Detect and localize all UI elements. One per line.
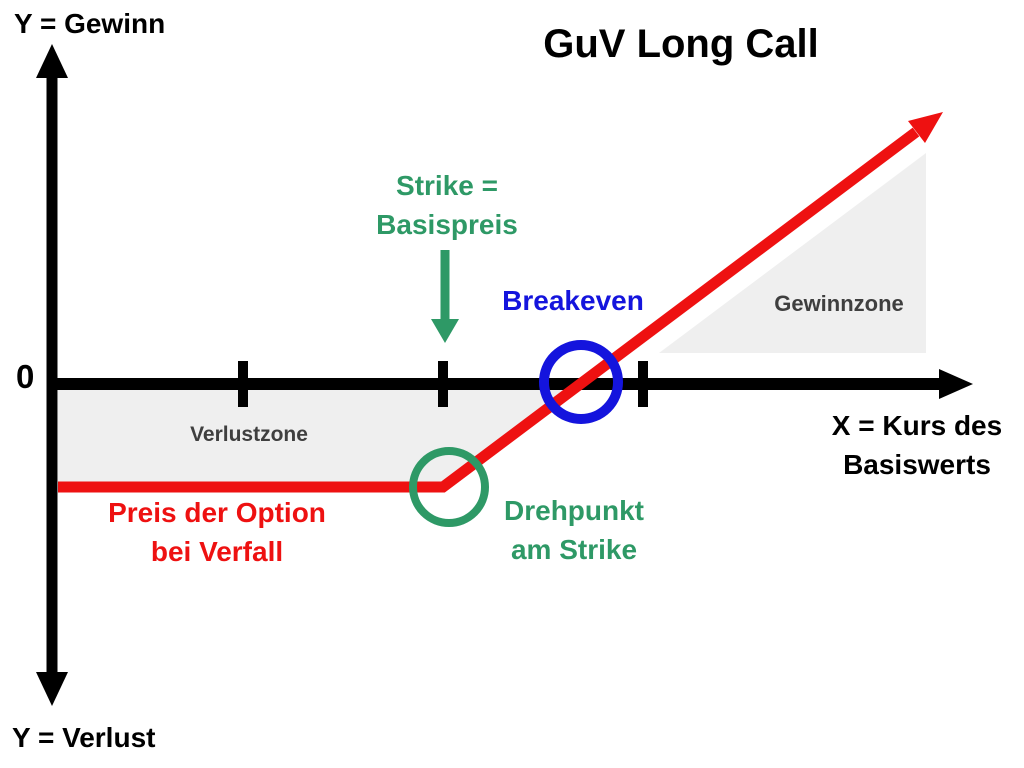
strike-label-line2: Basispreis <box>376 209 518 240</box>
strike-label-line1: Strike = <box>396 170 498 201</box>
payoff-line <box>58 127 920 493</box>
x-axis-arrowhead-right-icon <box>939 369 973 399</box>
y-axis-arrowhead-top-icon <box>36 44 68 78</box>
payoff-arrowhead-icon <box>908 112 943 143</box>
origin-label: 0 <box>16 358 35 395</box>
pivot-label: Drehpunkt am Strike <box>504 491 644 569</box>
payoff-line-group <box>58 112 943 493</box>
profit-zone-label: Gewinnzone <box>774 291 904 316</box>
premium-label-line1: Preis der Option <box>108 497 326 528</box>
x-axis-label-line2: Basiswerts <box>843 449 991 480</box>
x-axis-label-line1: X = Kurs des <box>831 410 1003 441</box>
premium-label-line2: bei Verfall <box>150 536 284 567</box>
pivot-circle <box>409 447 489 527</box>
zones <box>58 153 926 482</box>
pivot-label-line1: Drehpunkt <box>504 495 644 526</box>
diagram-title: GuV Long Call <box>543 22 819 66</box>
breakeven-circle <box>539 340 623 424</box>
x-axis-label: X = Kurs des Basiswerts <box>832 406 1002 484</box>
strike-label: Strike = Basispreis <box>376 166 518 244</box>
profit-zone-area <box>659 153 926 353</box>
breakeven-label: Breakeven <box>502 285 644 316</box>
axis-lines <box>46 70 940 680</box>
y-axis-bottom-label: Y = Verlust <box>12 722 156 753</box>
strike-down-arrow-icon <box>431 250 459 343</box>
loss-zone-label: Verlustzone <box>190 423 308 446</box>
axis-arrowheads <box>36 44 973 706</box>
premium-label: Preis der Option bei Verfall <box>108 493 326 571</box>
y-axis-top-label: Y = Gewinn <box>14 8 166 39</box>
pivot-label-line2: am Strike <box>510 534 638 565</box>
y-axis-arrowhead-bottom-icon <box>36 672 68 706</box>
strike-arrow-head <box>431 319 459 343</box>
loss-zone-area <box>58 390 570 482</box>
